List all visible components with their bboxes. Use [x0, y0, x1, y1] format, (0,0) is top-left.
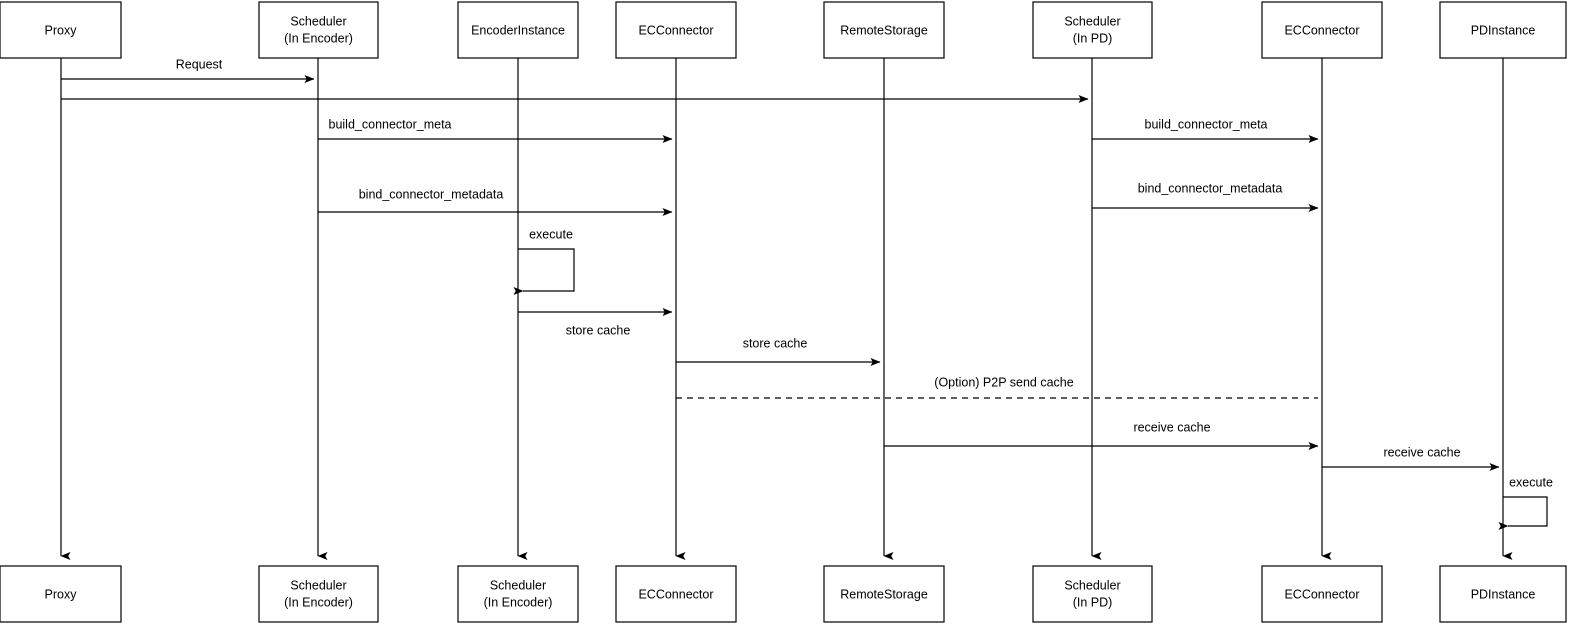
lifeline-box[interactable]: [615, 565, 737, 623]
lifeline-box[interactable]: [823, 565, 945, 623]
lifeline-header-ecconn-left-top[interactable]: ECConnector: [615, 1, 737, 59]
lifeline-header-sched-pd-top[interactable]: Scheduler (In PD): [1032, 1, 1153, 59]
message-label: build_connector_meta: [1145, 117, 1268, 131]
message-label: store cache: [743, 336, 808, 350]
lifeline-box[interactable]: [1032, 1, 1153, 59]
lifeline-label-line1: Scheduler: [1064, 14, 1120, 28]
lifeline-header-ecconn-right-bottom[interactable]: ECConnector: [1261, 565, 1383, 623]
lifeline-box[interactable]: [457, 1, 579, 59]
lifeline-box[interactable]: [1439, 1, 1567, 59]
lifeline-box[interactable]: [823, 1, 945, 59]
lifeline-header-ecconn-right-top[interactable]: ECConnector: [1261, 1, 1383, 59]
lifeline-header-proxy-top[interactable]: Proxy: [0, 1, 122, 59]
lifeline-label-line1: EncoderInstance: [471, 23, 565, 37]
message-label: bind_connector_metadata: [1138, 181, 1283, 195]
lifeline-header-pd-instance-top[interactable]: PDInstance: [1439, 1, 1567, 59]
message-m3[interactable]: build_connector_meta: [318, 117, 673, 143]
lifeline-header-remote-store-bottom[interactable]: RemoteStorage: [823, 565, 945, 623]
lifeline-box[interactable]: [1261, 1, 1383, 59]
lifeline-box[interactable]: [258, 1, 379, 59]
message-m9[interactable]: (Option) P2P send cache: [676, 375, 1318, 399]
lifeline-label-line1: ECConnector: [638, 23, 713, 37]
lifeline-label-line1: ECConnector: [638, 587, 713, 601]
self-message-s2[interactable]: execute: [1498, 475, 1553, 530]
lifeline-label-line2: (In PD): [1073, 31, 1113, 45]
lifeline-label-line2: (In Encoder): [484, 595, 553, 609]
lifeline-label-line1: ECConnector: [1284, 23, 1359, 37]
lifeline-label-line1: Proxy: [45, 23, 78, 37]
message-label: receive cache: [1383, 445, 1460, 459]
lifeline-box[interactable]: [1439, 565, 1567, 623]
message-m10[interactable]: receive cache: [884, 420, 1319, 450]
message-label: Request: [176, 57, 223, 71]
message-m8[interactable]: store cache: [676, 336, 881, 366]
self-message-loop[interactable]: [1498, 496, 1548, 530]
lifeline-header-encoder-inst-bottom[interactable]: Scheduler (In Encoder): [457, 565, 579, 623]
lifeline-label-line1: Scheduler: [1064, 578, 1120, 592]
lifeline-header-proxy-bottom[interactable]: Proxy: [0, 565, 122, 623]
message-m4[interactable]: build_connector_meta: [1092, 117, 1319, 143]
lifeline-label-line1: Scheduler: [290, 14, 346, 28]
lifeline-box[interactable]: [258, 565, 379, 623]
lifeline-header-sched-pd-bottom[interactable]: Scheduler (In PD): [1032, 565, 1153, 623]
lifeline-label-line1: Scheduler: [490, 578, 546, 592]
message-m5[interactable]: bind_connector_metadata: [318, 187, 673, 216]
message-label: bind_connector_metadata: [359, 187, 504, 201]
lifeline-header-remote-store-top[interactable]: RemoteStorage: [823, 1, 945, 59]
lifeline-box[interactable]: [457, 565, 579, 623]
message-m11[interactable]: receive cache: [1322, 445, 1500, 471]
lifeline-label-line2: (In Encoder): [284, 595, 353, 609]
message-label: build_connector_meta: [329, 117, 452, 131]
self-messages-layer: execute execute: [513, 227, 1553, 530]
lifeline-box[interactable]: [0, 565, 122, 623]
message-m1[interactable]: Request: [61, 57, 315, 83]
lifeline-box[interactable]: [1032, 565, 1153, 623]
lifeline-box[interactable]: [0, 1, 122, 59]
message-m7[interactable]: store cache: [518, 308, 673, 337]
lifeline-label-line1: Proxy: [45, 587, 78, 601]
lifeline-label-line1: PDInstance: [1471, 23, 1536, 37]
lifeline-label-line1: RemoteStorage: [840, 587, 928, 601]
lifeline-box[interactable]: [1261, 565, 1383, 623]
lifeline-header-sched-enc-bottom[interactable]: Scheduler (In Encoder): [258, 565, 379, 623]
self-message-loop[interactable]: [513, 248, 575, 295]
self-message-label: execute: [529, 227, 573, 241]
message-label: (Option) P2P send cache: [934, 375, 1073, 389]
lifeline-header-sched-enc-top[interactable]: Scheduler (In Encoder): [258, 1, 379, 59]
message-label: receive cache: [1133, 420, 1210, 434]
messages-layer: Request build_connector_meta build_connect…: [61, 57, 1500, 471]
message-m6[interactable]: bind_connector_metadata: [1092, 181, 1319, 212]
lifeline-label-line1: PDInstance: [1471, 587, 1536, 601]
lifeline-box[interactable]: [615, 1, 737, 59]
lifeline-label-line1: Scheduler: [290, 578, 346, 592]
lifeline-header-encoder-inst-top[interactable]: EncoderInstance: [457, 1, 579, 59]
lifeline-label-line1: ECConnector: [1284, 587, 1359, 601]
self-message-label: execute: [1509, 475, 1553, 489]
self-message-s1[interactable]: execute: [513, 227, 575, 295]
lifeline-header-pd-instance-bottom[interactable]: PDInstance: [1439, 565, 1567, 623]
message-label: store cache: [566, 323, 631, 337]
lifeline-label-line1: RemoteStorage: [840, 23, 928, 37]
lifeline-header-ecconn-left-bottom[interactable]: ECConnector: [615, 565, 737, 623]
lifeline-label-line2: (In Encoder): [284, 31, 353, 45]
lifeline-label-line2: (In PD): [1073, 595, 1113, 609]
